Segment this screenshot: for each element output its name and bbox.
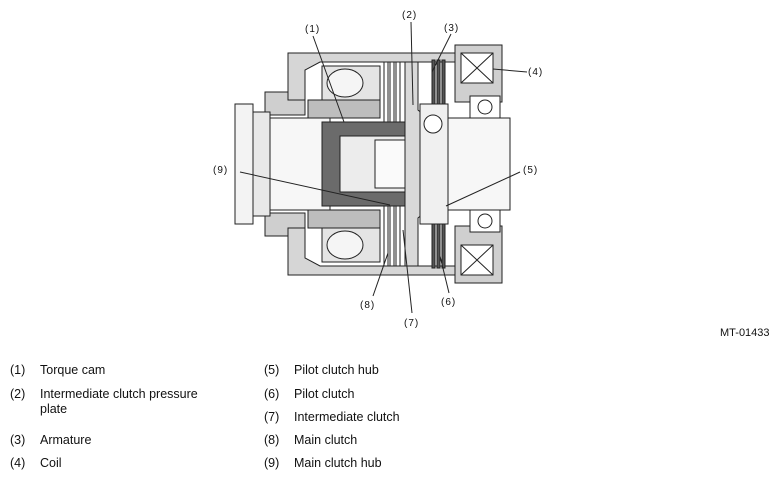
legend-number: (9): [264, 456, 280, 470]
legend-label: Main clutch: [294, 433, 358, 447]
legend-number: (8): [264, 433, 280, 447]
legend-number: (2): [10, 387, 26, 401]
legend-label: Intermediate clutch pressure plate: [40, 387, 198, 416]
callout-2: (2): [402, 10, 417, 21]
callout-6: (6): [441, 297, 456, 308]
callout-8: (8): [360, 300, 375, 311]
callout-4: (4): [528, 67, 543, 78]
legend-label: Coil: [40, 456, 62, 470]
legend-number: (4): [10, 456, 26, 470]
legend-label: Pilot clutch hub: [294, 363, 379, 377]
callout-9: (9): [213, 165, 228, 176]
figure-code: MT-01433: [720, 327, 770, 339]
legend-number: (3): [10, 433, 26, 447]
callout-1: (1): [305, 24, 320, 35]
legend-number: (6): [264, 387, 280, 401]
legend-label: Main clutch hub: [294, 456, 382, 470]
legend-label: Torque cam: [40, 363, 106, 377]
legend-label: Intermediate clutch: [294, 410, 400, 424]
callout-5: (5): [523, 165, 538, 176]
callout-3: (3): [444, 23, 459, 34]
legend-number: (1): [10, 363, 26, 377]
legend-number: (5): [264, 363, 280, 377]
legend-number: (7): [264, 410, 280, 424]
legend-label: Armature: [40, 433, 92, 447]
legend-label: Pilot clutch: [294, 387, 355, 401]
callout-7: (7): [404, 318, 419, 329]
clutch-cross-section-diagram: (1) (2) (3) (4) (5) (6) (7) (8) (9): [213, 10, 543, 329]
